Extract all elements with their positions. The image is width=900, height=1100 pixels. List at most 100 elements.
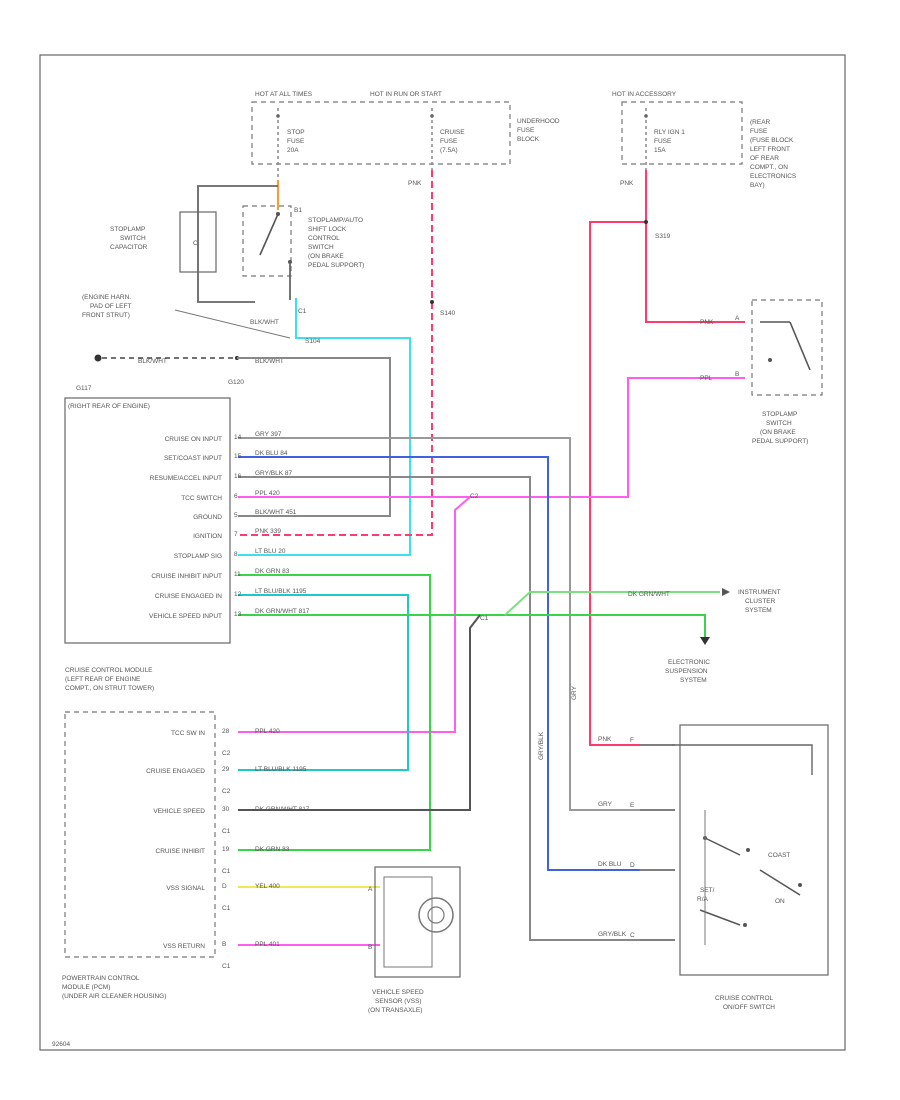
diagram-frame xyxy=(39,54,846,1051)
switch-coast: COAST xyxy=(768,852,790,859)
tcc-switch-l5: (ON BRAKE xyxy=(308,253,344,260)
electronic-suspension-system: ELECTRONIC SUSPENSION SYSTEM xyxy=(665,637,710,684)
cruise-fuse-hot-label: HOT IN RUN OR START xyxy=(370,91,442,98)
module-pin: 7 xyxy=(234,531,238,538)
module-pin: 16 xyxy=(234,473,242,480)
wire-ppl-stoplamp xyxy=(238,377,745,498)
cruise-fuse-l2: FUSE xyxy=(440,138,458,145)
wire-pnk-switch xyxy=(589,170,647,746)
ground-l2: PAD OF LEFT xyxy=(90,303,131,310)
module-wire-label: GRY/BLK 87 xyxy=(255,470,292,477)
tcc-switch-l2: SHIFT LOCK xyxy=(308,226,347,233)
switch-pin: E xyxy=(630,802,635,809)
rly-fuse-l2: FUSE xyxy=(654,138,672,145)
stop-fuse-l3: 20A xyxy=(287,147,299,154)
module-pin: 8 xyxy=(234,551,238,558)
vehicle-speed-sensor: A B VEHICLE SPEED SENSOR (VSS) (ON TRANS… xyxy=(368,866,461,1014)
pcm-conn: C2 xyxy=(222,750,231,757)
instrument-l2: CLUSTER xyxy=(745,598,776,605)
capacitor-l2: SWITCH xyxy=(120,235,146,242)
pcm-wire-label: PPL 420 xyxy=(255,728,280,735)
tcc-switch-pin: B1 xyxy=(294,207,302,214)
wire-dk-grn-wht xyxy=(238,614,706,640)
stoplamp-l3: (ON BRAKE xyxy=(760,429,796,436)
ground-splice: G120 xyxy=(228,379,244,386)
cruise-control-module: (RIGHT REAR OF ENGINE) CRUISE ON INPUT 14… xyxy=(64,397,310,692)
ground-id: G117 xyxy=(76,385,92,392)
stoplamp-l1: STOPLAMP xyxy=(762,411,797,418)
pcm-item-label: TCC SW IN xyxy=(171,730,205,737)
vss-l1: VEHICLE SPEED xyxy=(372,989,424,996)
pcm-item-label: VSS SIGNAL xyxy=(166,885,205,892)
svg-text:C: C xyxy=(193,240,198,247)
module-l3: COMPT., ON STRUT TOWER) xyxy=(65,685,154,692)
conn-c1-label: C1 xyxy=(480,615,489,622)
module-wire-label: DK GRN/WHT 817 xyxy=(255,608,310,615)
stoplamp-switch: A B STOPLAMP SWITCH (ON BRAKE PEDAL SUPP… xyxy=(735,299,823,445)
instrument-l3: SYSTEM xyxy=(745,607,772,614)
module-input-label: STOPLAMP SIG xyxy=(174,553,222,560)
vtag-gryblk: GRY/BLK xyxy=(538,731,545,760)
instrument-cluster-system: INSTRUMENT CLUSTER SYSTEM xyxy=(722,588,781,614)
pcm-item-label: CRUISE INHIBIT xyxy=(156,848,206,855)
module-wire-label: PPL 420 xyxy=(255,490,280,497)
pcm-l2: MODULE (PCM) xyxy=(62,984,110,991)
wire-ppl-420 xyxy=(238,496,471,733)
ppl-tag: PPL xyxy=(700,375,713,382)
module-header: (RIGHT REAR OF ENGINE) xyxy=(68,403,150,410)
module-pin: 13 xyxy=(234,611,242,618)
pcm-conn: C2 xyxy=(222,788,231,795)
pnk-tag-a: PNK xyxy=(408,180,422,187)
pcm-l1: POWERTRAIN CONTROL xyxy=(62,975,140,982)
module-pin: 12 xyxy=(234,591,242,598)
vtag-gry: GRY xyxy=(571,685,578,700)
module-pin: 14 xyxy=(234,434,242,441)
stop-fuse-hot-label: HOT AT ALL TIMES xyxy=(255,91,313,98)
module-input-label: CRUISE INHIBIT INPUT xyxy=(151,573,222,580)
stoplamp-pin-b: B xyxy=(735,371,739,378)
stoplamp-shift-lock-switch: B1 STOPLAMP/AUTO SHIFT LOCK CONTROL SWIT… xyxy=(235,180,364,315)
vss-l3: (ON TRANSAXLE) xyxy=(368,1007,422,1014)
switch-pin: D xyxy=(630,862,635,869)
pcm-wire-label: DK GRN/WHT 817 xyxy=(255,806,310,813)
underhood-fuse-block: HOT AT ALL TIMES HOT IN RUN OR START STO… xyxy=(251,91,560,180)
stoplamp-pin-a: A xyxy=(735,315,740,322)
module-input-label: TCC SWITCH xyxy=(181,495,222,502)
wires: S104 PNK S140 PNK S319 PNK PPL C2 DK GRN… xyxy=(237,170,745,946)
splice-s140: S140 xyxy=(440,310,456,317)
wire-dk-blu-84 xyxy=(238,456,640,871)
rly-fuse-hot-label: HOT IN ACCESSORY xyxy=(612,91,677,98)
wire-dk-grn-wht-ic xyxy=(504,591,720,616)
vss-pin-a: A xyxy=(368,886,373,893)
stop-fuse: STOP FUSE 20A xyxy=(276,108,305,180)
capacitor-l3: CAPACITOR xyxy=(110,244,148,251)
stop-fuse-l1: STOP xyxy=(287,129,305,136)
module-pin: 11 xyxy=(234,571,241,578)
pcm-wire-label: LT BLU/BLK 1195 xyxy=(255,766,307,773)
rear-block-l1: (REAR xyxy=(750,119,771,126)
wire-lt-blu-blk xyxy=(238,594,409,771)
switch-pin: F xyxy=(630,737,634,744)
pcm-pin: B xyxy=(222,941,226,948)
underhood-l3: BLOCK xyxy=(517,136,540,143)
pcm-item-label: VSS RETURN xyxy=(163,943,205,950)
wire-gry-397 xyxy=(238,437,640,811)
rly-fuse-l3: 15A xyxy=(654,147,666,154)
pcm-conn: C1 xyxy=(222,828,231,835)
module-input-label: CRUISE ENGAGED IN xyxy=(155,593,222,600)
pcm-item-label: CRUISE ENGAGED xyxy=(146,768,205,775)
wire-lt-blu xyxy=(238,298,411,556)
module-input-label: CRUISE ON INPUT xyxy=(165,436,222,443)
module-input-label: SET/COAST INPUT xyxy=(164,455,222,462)
vss-l2: SENSOR (VSS) xyxy=(375,998,422,1005)
switch-rst: R/A xyxy=(697,896,709,903)
module-input-label: RESUME/ACCEL INPUT xyxy=(150,475,222,482)
stoplamp-l2: SWITCH xyxy=(766,420,792,427)
pcm-wire-label: DK GRN 83 xyxy=(255,846,290,853)
instrument-wire-tag: DK GRN/WHT xyxy=(628,591,670,598)
